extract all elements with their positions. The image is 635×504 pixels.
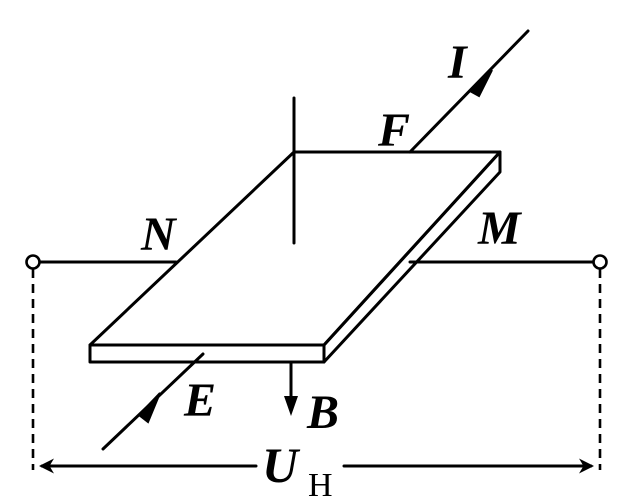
plate-front-face — [88, 343, 326, 364]
left-terminal — [25, 254, 41, 270]
plate-side-face — [322, 150, 502, 364]
label-voltage: U — [262, 437, 301, 493]
current-arrow-upper — [468, 69, 493, 98]
label-face-f: F — [377, 104, 410, 157]
label-face-e: E — [183, 374, 216, 427]
label-face-n: N — [140, 208, 178, 261]
label-field: B — [306, 386, 339, 439]
current-arrow-lower — [137, 392, 161, 424]
label-face-m: M — [477, 202, 523, 255]
right-terminal — [592, 254, 608, 270]
label-current: I — [447, 36, 469, 89]
field-arrow-head — [284, 396, 298, 416]
label-voltage-subscript: H — [308, 467, 333, 504]
